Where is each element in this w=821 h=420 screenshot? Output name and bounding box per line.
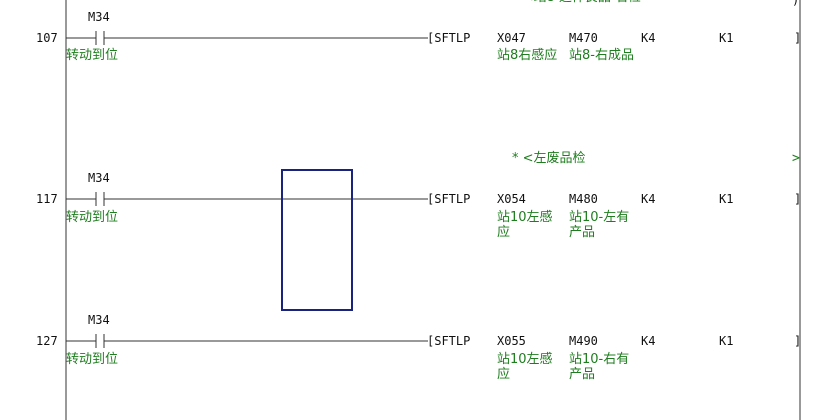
instruction-close-bracket: ] [794, 334, 802, 348]
instruction[interactable]: [SFTLP [427, 192, 471, 206]
operand-4[interactable]: K1 [719, 31, 734, 45]
operand-2[interactable]: M480 [569, 192, 598, 206]
rung-note: * <左废品检 [512, 151, 586, 166]
operand-1-comment: 站10左感应 [497, 352, 553, 382]
edit-cursor-box[interactable] [281, 169, 353, 311]
instruction-close-bracket: ] [794, 31, 802, 45]
step-number: 117 [36, 192, 58, 206]
step-number: 127 [36, 334, 58, 348]
contact-comment: 转动到位 [66, 352, 119, 367]
operand-2-comment: 站10-右有产品 [569, 352, 630, 382]
operand-2[interactable]: M470 [569, 31, 598, 45]
operand-4[interactable]: K1 [719, 192, 734, 206]
contact-device[interactable]: M34 [88, 313, 110, 327]
operand-1-comment: 站8右感应 [497, 48, 558, 63]
operand-1-comment: 站10左感应 [497, 210, 553, 240]
contact-device[interactable]: M34 [88, 10, 110, 24]
rung-127-wiring [66, 334, 428, 348]
step-number: 107 [36, 31, 58, 45]
instruction[interactable]: [SFTLP [427, 334, 471, 348]
operand-1[interactable]: X055 [497, 334, 526, 348]
operand-1[interactable]: X047 [497, 31, 526, 45]
cutoff-top-note: * <站8 选件良品 右检 [512, 0, 641, 5]
operand-2-comment: 站8-右成品 [569, 48, 634, 63]
rung-107-wiring [66, 31, 428, 45]
instruction[interactable]: [SFTLP [427, 31, 471, 45]
contact-device[interactable]: M34 [88, 171, 110, 185]
rung-117-wiring [66, 192, 428, 206]
operand-4[interactable]: K1 [719, 334, 734, 348]
contact-comment: 转动到位 [66, 210, 119, 225]
operand-3[interactable]: K4 [641, 31, 656, 45]
operand-2-comment: 站10-左有产品 [569, 210, 630, 240]
svg-text:): ) [792, 0, 799, 7]
instruction-close-bracket: ] [794, 192, 802, 206]
operand-3[interactable]: K4 [641, 192, 656, 206]
operand-2[interactable]: M490 [569, 334, 598, 348]
operand-3[interactable]: K4 [641, 334, 656, 348]
contact-comment: 转动到位 [66, 48, 119, 63]
rung-note-end: > [792, 151, 800, 166]
operand-1[interactable]: X054 [497, 192, 526, 206]
